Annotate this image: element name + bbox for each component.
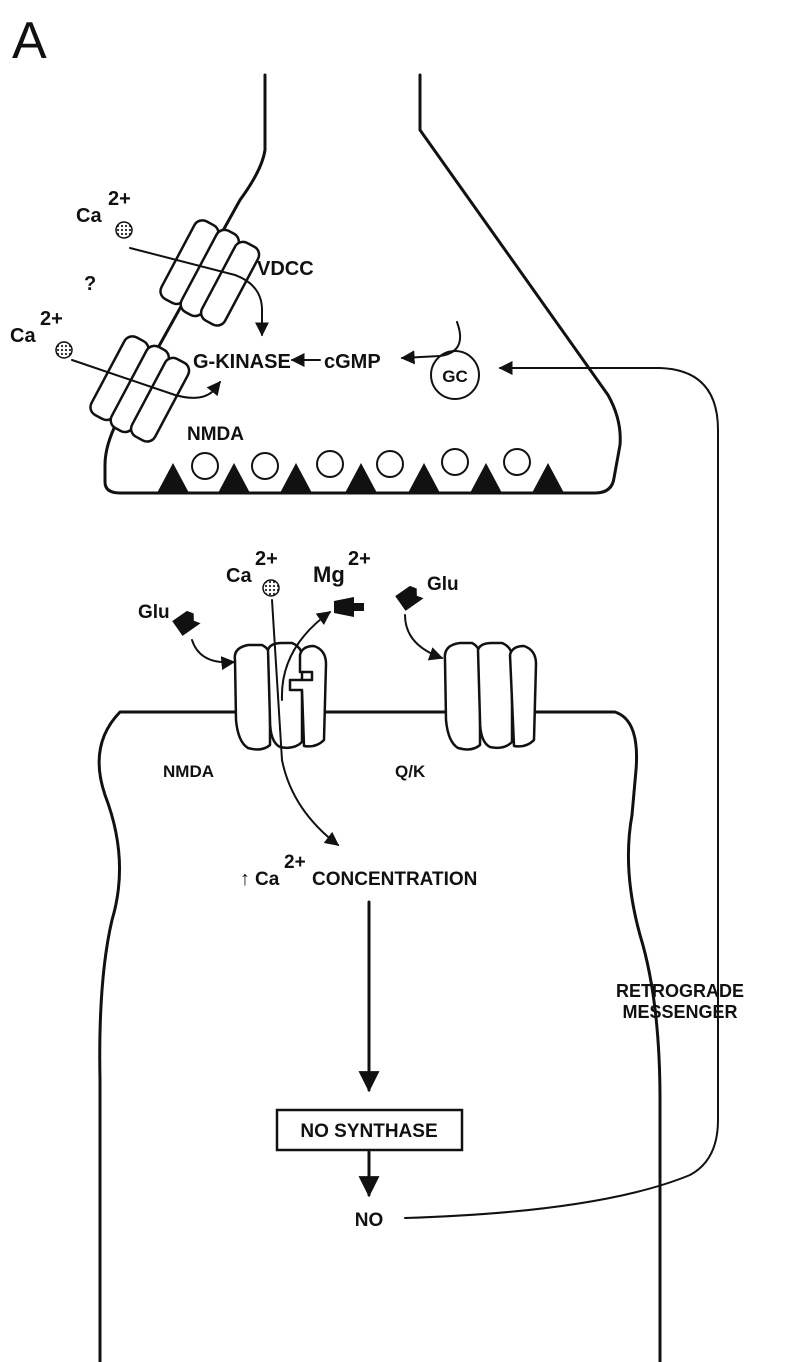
release-site-triangle	[345, 463, 377, 493]
retrograde-label: RETROGRADE	[616, 981, 744, 1001]
qk-label: Q/K	[395, 762, 426, 781]
vesicle	[251, 452, 279, 480]
vdcc-label: VDCC	[257, 258, 314, 280]
cgmp-label: cGMP	[324, 351, 381, 373]
vesicle	[503, 448, 531, 476]
presynaptic-nmda-label: NMDA	[187, 424, 244, 445]
release-site-triangle	[470, 463, 502, 493]
glu-binding-arrow	[191, 639, 236, 671]
calcium-ion-icon	[55, 341, 73, 359]
release-site-triangle	[532, 463, 564, 493]
calcium-influx-arrow	[71, 359, 221, 399]
postsynaptic-ca-label: Ca	[226, 565, 252, 587]
synaptic-vesicles	[191, 448, 531, 480]
ca-superscript-top: 2+	[108, 188, 131, 210]
gc-label: GC	[442, 367, 468, 386]
no-synthase-box	[275, 1108, 464, 1152]
magnesium-ion-icon	[334, 597, 364, 617]
release-site-triangle	[218, 463, 250, 493]
vesicle	[316, 450, 344, 478]
glu-label-left: Glu	[138, 602, 170, 623]
release-site-triangle	[157, 463, 189, 493]
mg-superscript: 2+	[348, 548, 371, 570]
no-label: NO	[355, 1210, 384, 1231]
no-synthase-label: NO SYNTHASE	[300, 1121, 437, 1142]
vesicle	[441, 448, 469, 476]
ca-label-top: Ca	[76, 205, 102, 227]
panel-label: A	[12, 12, 47, 70]
vesicle	[376, 450, 404, 478]
presynaptic-nmda-channel	[89, 335, 191, 443]
glu-label-right: Glu	[427, 574, 459, 595]
calcium-ion-icon	[115, 221, 133, 239]
qk-receptor	[443, 641, 538, 751]
guanylate-cyclase-circle	[430, 350, 480, 400]
concentration-ca: Ca	[255, 869, 280, 890]
concentration-label: CONCENTRATION	[312, 869, 477, 890]
vesicle	[191, 452, 219, 480]
g-kinase-label: G-KINASE	[193, 351, 291, 373]
gc-to-cgmp-arrow	[400, 321, 462, 365]
question-mark: ?	[84, 273, 96, 295]
glutamate-ligand-icon	[395, 585, 424, 611]
release-site-triangle	[408, 463, 440, 493]
concentration-up-arrow: ↑	[240, 868, 250, 890]
mg-label: Mg	[313, 562, 345, 587]
concentration-superscript: 2+	[284, 852, 306, 873]
retrograde-messenger-path	[404, 361, 719, 1219]
calcium-influx-arrow	[271, 599, 340, 846]
postsynaptic-ca-superscript: 2+	[255, 548, 278, 570]
presynaptic-terminal-outline	[103, 73, 622, 495]
release-sites	[157, 463, 564, 493]
glu-binding-arrow	[404, 614, 444, 661]
ca-label-mid: Ca	[10, 325, 36, 347]
ca-superscript-mid: 2+	[40, 308, 63, 330]
mg-unblock-arrow	[280, 611, 332, 701]
glutamate-ligand-icon	[172, 610, 201, 636]
postsynaptic-outline	[97, 710, 662, 1362]
release-site-triangle	[280, 463, 312, 493]
vdcc-channel	[159, 219, 261, 327]
calcium-influx-arrow	[129, 247, 269, 337]
postsynaptic-nmda-label: NMDA	[163, 762, 214, 781]
messenger-label: MESSENGER	[622, 1002, 737, 1022]
calcium-ion-icon	[262, 579, 280, 597]
